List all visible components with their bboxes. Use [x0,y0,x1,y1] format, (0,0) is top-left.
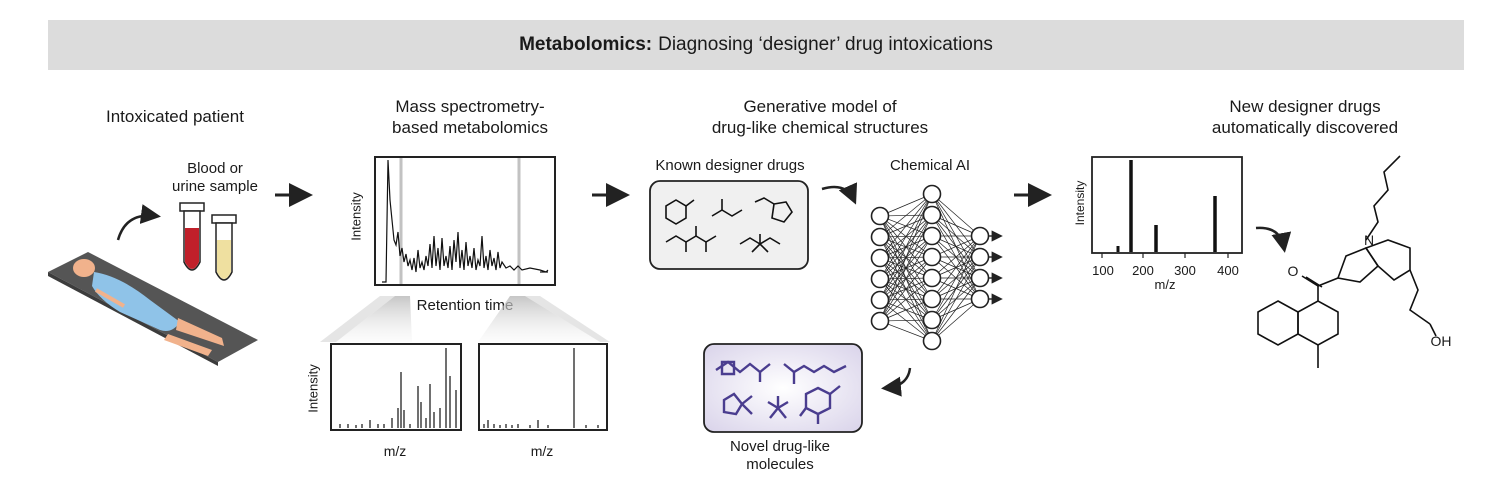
zoom-cone-left [320,296,395,342]
nn-node [922,289,942,309]
nn-node [922,247,942,267]
curve-arrow-ai [821,182,858,205]
nn-edge [879,193,933,217]
known-drugs-label: Known designer drugs [655,157,805,174]
heading-discovered-line2: automatically discovered [1211,118,1399,137]
nn-edge [931,256,981,342]
curve-arrow-molecule [1255,226,1292,253]
known-drugs-box [649,180,809,270]
title-bold: Metabolomics: [519,34,653,55]
novel-label: Novel drug-like molecules [690,438,870,474]
nn-edge [931,235,981,279]
mz-label-result: m/z [1154,277,1176,292]
nn-edge [879,193,933,280]
nn-edge [931,298,981,342]
title-banner: Metabolomics: Diagnosing ‘designer’ drug… [48,20,1464,70]
nn-edge [931,235,981,321]
nn-edge [879,193,933,259]
nn-node [870,311,890,331]
mass-spectrum-1 [330,343,462,431]
patient-leg2 [164,334,212,356]
tick-400: 400 [1217,263,1239,278]
atom-o: O [1287,263,1299,279]
patient-illustration [48,252,258,366]
tick-300: 300 [1174,263,1196,278]
curve-arrow-sample [116,204,161,241]
novel-label-line1: Novel drug-like [729,438,831,455]
sample-label: Blood or urine sample [150,160,280,196]
novel-molecules-box [703,343,863,433]
nn-node [970,268,990,288]
heading-discovered-line1: New designer drugs [1229,97,1381,116]
nn-node [870,206,890,226]
title-text: Diagnosing ‘designer’ drug intoxications [658,34,993,55]
heading-patient: Intoxicated patient [106,107,244,126]
sample-label-line1: Blood or [187,160,243,177]
nn-edge [931,235,981,300]
heading-discovered: New designer drugs automatically discove… [1160,96,1450,138]
nn-edge [931,193,981,237]
heading-generative-line1: Generative model of [743,97,897,116]
mz-label-2: m/z [530,443,554,459]
nn-node [922,268,942,288]
urine-tube [211,214,237,281]
atom-oh: OH [1430,333,1452,349]
neural-network [870,184,1003,351]
chemical-ai-label: Chemical AI [889,157,971,174]
discovered-molecule [1257,155,1437,368]
nn-edge [879,256,933,322]
nn-edge [931,277,981,342]
nn-node [970,226,990,246]
heading-generative-line2: drug-like chemical structures [711,118,929,137]
nn-edge [879,277,933,322]
mz-label-1: m/z [383,443,407,459]
nn-node [922,331,942,351]
heading-ms-line1: Mass spectrometry- [395,97,545,116]
heading-ms: Mass spectrometry- based metabolomics [330,96,610,138]
nn-edge [879,193,933,238]
chromatogram [374,156,556,286]
patient-legs [176,318,224,346]
blood-tube [179,202,205,271]
sample-label-line2: urine sample [172,178,258,195]
novel-label-line2: molecules [746,456,814,473]
atom-n: N [1363,232,1375,248]
heading-ms-line2: based metabolomics [392,118,548,137]
nn-node [870,248,890,268]
nn-node [922,226,942,246]
patient-head [73,259,95,277]
nn-node [922,310,942,330]
zoom-cone-right [525,296,610,342]
retention-time-label: Retention time [416,297,514,314]
nn-node [922,184,942,204]
nn-node [870,227,890,247]
curve-arrow-novel [881,367,912,397]
nn-node [922,205,942,225]
nn-node [870,290,890,310]
tick-200: 200 [1132,263,1154,278]
nn-edge [879,235,933,322]
result-spectrum [1091,156,1243,258]
nn-node [970,247,990,267]
mass-spectrum-2 [478,343,608,431]
nn-node [870,269,890,289]
nn-node [970,289,990,309]
patient-gown [92,272,180,331]
heading-generative: Generative model of drug-like chemical s… [660,96,980,138]
tick-100: 100 [1092,263,1114,278]
nn-edge [879,298,933,322]
